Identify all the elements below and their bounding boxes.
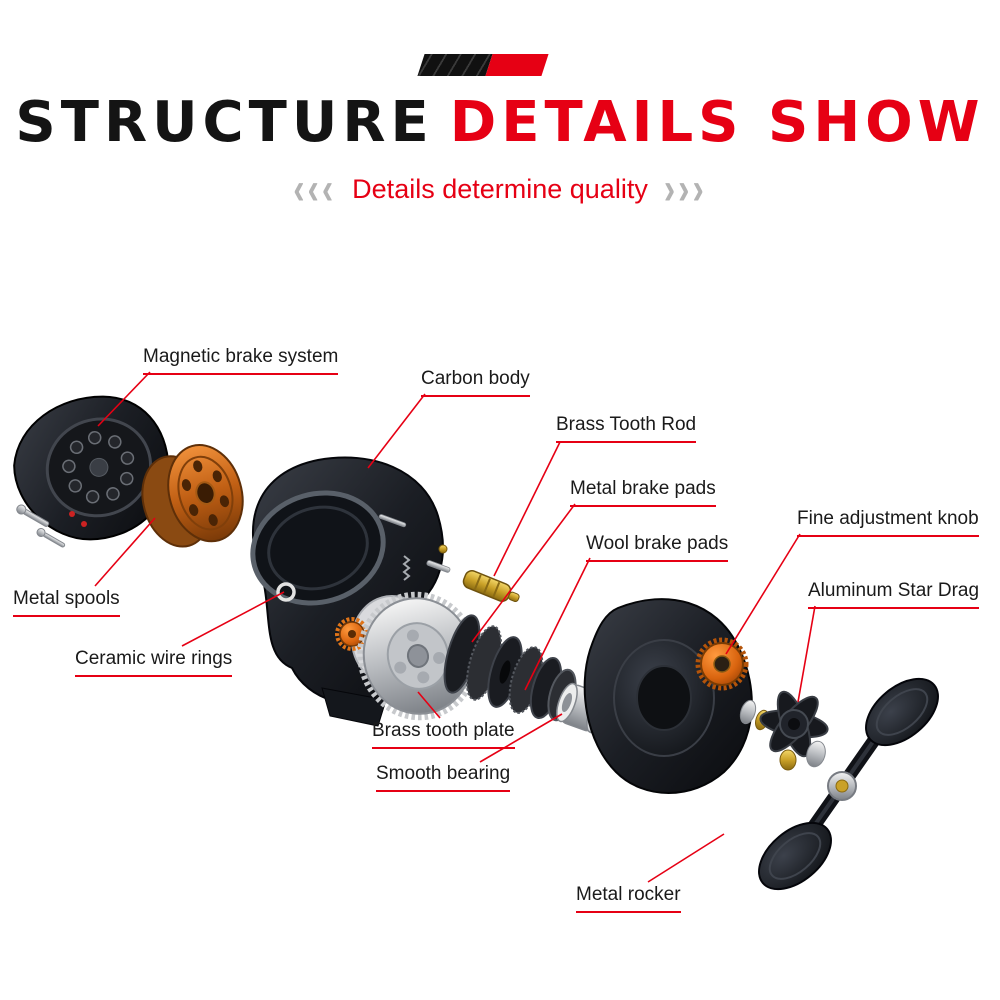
part-plate-screws (16, 504, 66, 548)
label-text: Brass Tooth Rod (556, 414, 697, 443)
part-ceramic-wire-ring (276, 582, 296, 602)
part-fine-adjustment-knob (695, 637, 749, 691)
label-text: Fine adjustment knob (797, 508, 979, 537)
part-handle-knob-upper (865, 677, 939, 747)
subtitle: ‹‹‹ Details determine quality ››› (0, 167, 1000, 211)
part-metal-spool (141, 444, 244, 548)
label-metal-spools: Metal spools (13, 588, 120, 617)
label-aluminum-star-drag: Aluminum Star Drag (808, 580, 980, 609)
leader-lines (94, 371, 816, 883)
label-smooth-bearing: Smooth bearing (376, 763, 511, 792)
label-text: Smooth bearing (376, 763, 511, 792)
label-brass-tooth-rod: Brass Tooth Rod (556, 414, 697, 443)
label-magnetic-brake-system: Magnetic brake system (143, 346, 339, 375)
part-metal-rocker (758, 677, 939, 891)
label-text: Brass tooth plate (372, 720, 515, 749)
label-carbon-body: Carbon body (421, 368, 530, 397)
label-wool-brake-pads: Wool brake pads (586, 533, 729, 562)
label-ceramic-wire-rings: Ceramic wire rings (75, 648, 233, 677)
label-brass-tooth-plate: Brass tooth plate (372, 720, 515, 749)
chevrons-left-icon: ‹‹‹ (293, 164, 337, 214)
part-springs-and-pins (378, 514, 451, 581)
label-text: Ceramic wire rings (75, 648, 233, 677)
label-fine-adjustment-knob: Fine adjustment knob (797, 508, 979, 537)
part-brake-pad-stack (443, 614, 577, 722)
label-text: Metal spools (13, 588, 120, 617)
label-text: Magnetic brake system (143, 346, 339, 375)
part-side-cover (583, 598, 753, 794)
title-details-show: DETAILS SHOW (449, 90, 985, 155)
label-metal-rocker: Metal rocker (576, 884, 681, 913)
part-star-drag (759, 690, 829, 758)
part-brass-washer (779, 749, 797, 771)
label-text: Metal brake pads (570, 478, 716, 507)
label-text: Carbon body (421, 368, 530, 397)
label-text: Wool brake pads (586, 533, 729, 562)
label-text: Aluminum Star Drag (808, 580, 980, 609)
part-handle-knob-lower (758, 821, 832, 891)
part-magnetic-brake-plate (13, 395, 170, 541)
subtitle-text: Details determine quality (352, 173, 648, 204)
part-brass-tooth-rod (462, 570, 520, 603)
label-text: Metal rocker (576, 884, 681, 913)
title-structure: STRUCTURE (15, 90, 434, 155)
label-metal-brake-pads: Metal brake pads (570, 478, 716, 507)
chevrons-right-icon: ››› (663, 164, 707, 214)
